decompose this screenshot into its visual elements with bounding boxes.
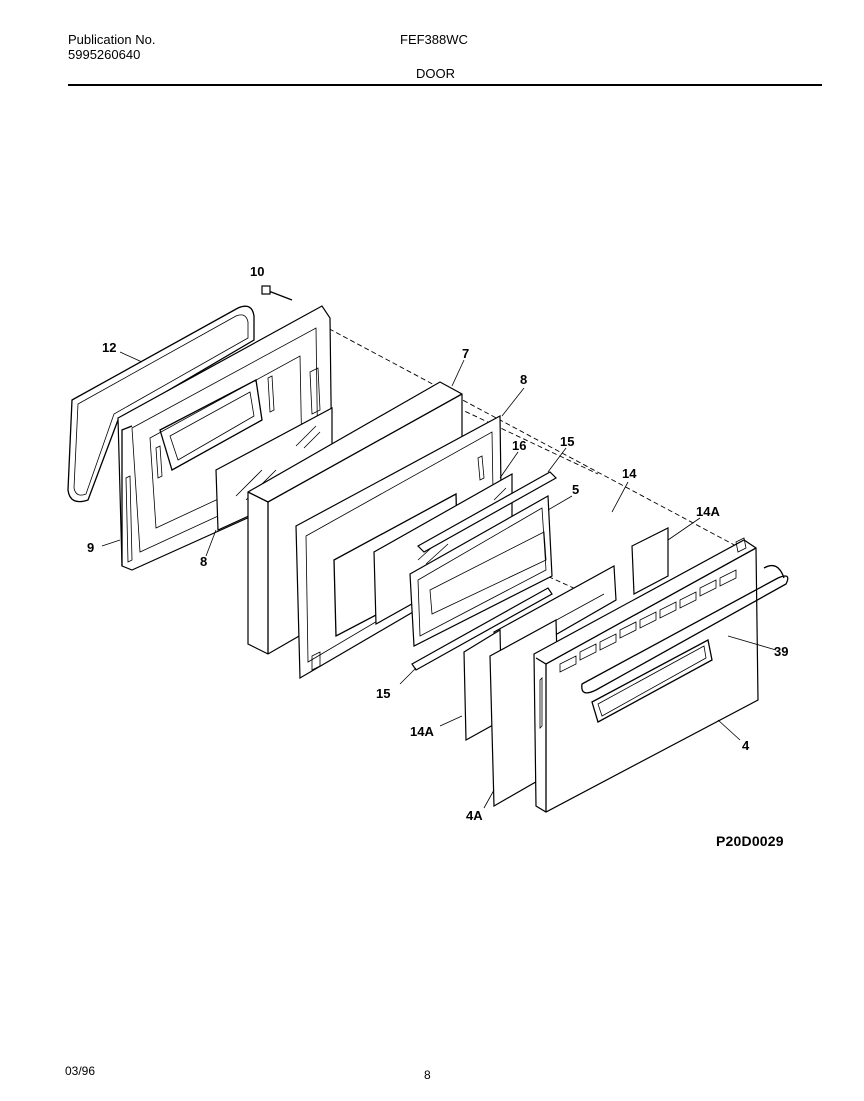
callout-14A-upper: 14A <box>696 504 720 519</box>
part-39-handle <box>581 564 789 694</box>
callout-5: 5 <box>572 482 579 497</box>
section-title: DOOR <box>416 66 455 81</box>
callout-14: 14 <box>622 466 637 481</box>
part-14A-insulation-upper <box>631 527 669 595</box>
part-15-glass-retainer-top <box>417 471 557 553</box>
callout-labels: 10 12 9 8 7 8 16 15 5 14 14A 39 4 15 14A… <box>87 264 788 823</box>
part-4-outer-door <box>533 537 759 813</box>
callout-8-right: 8 <box>520 372 527 387</box>
leader-lines <box>101 351 777 809</box>
diagram-code: P20D0029 <box>716 833 784 849</box>
callout-7: 7 <box>462 346 469 361</box>
callout-10: 10 <box>250 264 264 279</box>
callout-15-bottom: 15 <box>376 686 390 701</box>
part-10-screw <box>261 285 293 301</box>
model-number: FEF388WC <box>400 32 468 47</box>
callout-39: 39 <box>774 644 788 659</box>
callout-16: 16 <box>512 438 526 453</box>
footer-page-number: 8 <box>424 1068 431 1082</box>
part-5-outer-glass <box>409 494 553 647</box>
callout-9: 9 <box>87 540 94 555</box>
header-rule <box>68 84 822 86</box>
footer-date: 03/96 <box>65 1064 96 1078</box>
callout-15-top: 15 <box>560 434 574 449</box>
callout-14A-lower: 14A <box>410 724 434 739</box>
callout-8-left: 8 <box>200 554 207 569</box>
publication-label: Publication No. <box>68 32 156 47</box>
publication-number: 5995260640 <box>68 47 141 62</box>
part-15-glass-retainer-bottom <box>411 587 553 671</box>
callout-12: 12 <box>102 340 116 355</box>
callout-4: 4 <box>742 738 750 753</box>
callout-4A: 4A <box>466 808 483 823</box>
